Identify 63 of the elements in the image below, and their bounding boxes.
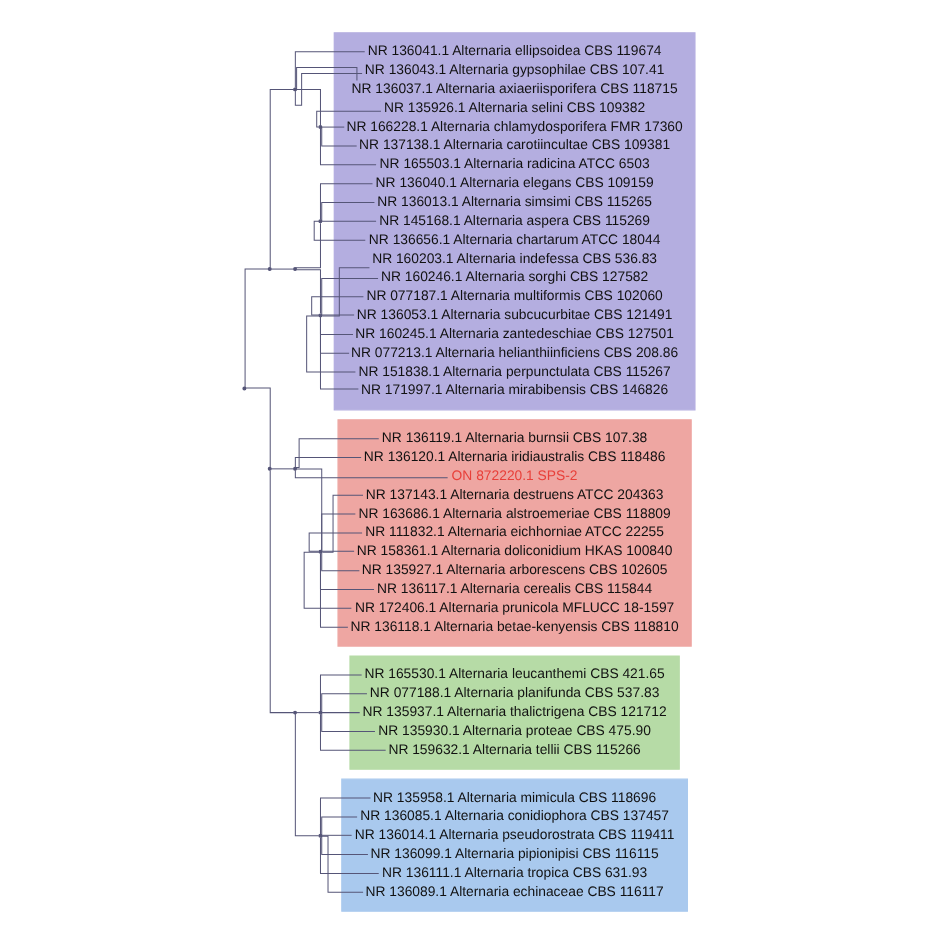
connector <box>295 222 321 269</box>
connector <box>269 88 294 268</box>
connector <box>321 551 360 572</box>
connector <box>319 713 387 751</box>
node-point <box>293 710 298 715</box>
cluster <box>341 778 688 912</box>
connector <box>321 126 345 128</box>
connector <box>295 712 320 714</box>
connector <box>321 712 361 714</box>
connector <box>321 220 377 222</box>
connector <box>319 316 354 335</box>
connector <box>319 183 373 221</box>
connector <box>321 513 356 553</box>
connector <box>321 693 368 713</box>
connector <box>294 457 362 468</box>
cluster <box>349 655 680 770</box>
connector <box>295 88 321 126</box>
node-point <box>318 313 323 318</box>
connector <box>321 126 358 147</box>
connector <box>295 438 380 469</box>
node-point <box>318 833 323 838</box>
node-point <box>242 386 247 391</box>
connector <box>269 469 294 714</box>
node-point <box>318 710 323 715</box>
connector <box>321 278 379 316</box>
connector <box>321 835 364 893</box>
node-point <box>318 219 323 224</box>
connector <box>294 72 363 106</box>
connector <box>319 836 380 874</box>
connector <box>316 110 382 128</box>
node-point <box>293 87 298 92</box>
node-point <box>318 549 323 554</box>
cluster <box>333 32 696 411</box>
connector <box>319 553 349 628</box>
connector <box>296 67 358 90</box>
connector <box>321 550 355 552</box>
connector <box>319 674 363 712</box>
connector <box>294 713 320 837</box>
connector <box>319 552 375 590</box>
node-point <box>318 125 323 130</box>
connector <box>319 128 377 166</box>
connector <box>321 494 364 553</box>
connector <box>270 268 294 270</box>
node-point <box>267 267 272 272</box>
connector <box>321 712 376 732</box>
connector <box>319 797 371 835</box>
connector <box>321 816 358 837</box>
connector <box>321 835 369 856</box>
node-point <box>267 466 272 471</box>
connector <box>245 387 271 468</box>
connector <box>321 314 355 316</box>
node-point <box>293 267 298 272</box>
connector <box>321 267 370 317</box>
node-point <box>293 466 298 471</box>
connector <box>270 468 294 470</box>
connector <box>321 834 353 836</box>
connector <box>294 469 449 479</box>
connector <box>294 51 366 89</box>
connector <box>321 201 375 222</box>
connector <box>319 316 359 390</box>
cluster <box>337 419 692 647</box>
connector <box>295 269 321 315</box>
connector <box>244 268 269 388</box>
